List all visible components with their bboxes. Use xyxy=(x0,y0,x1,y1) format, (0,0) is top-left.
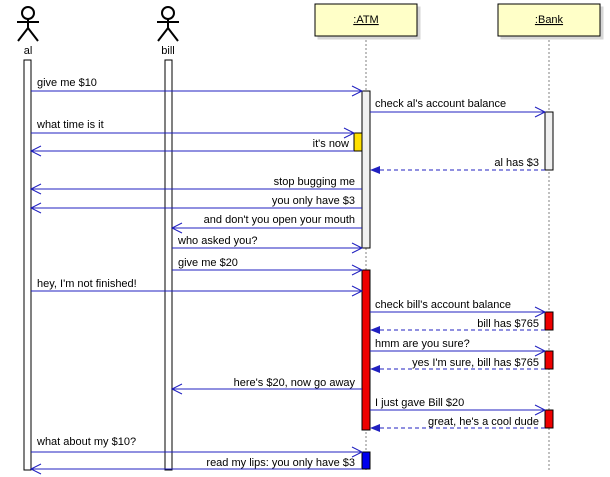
message-label: great, he's a cool dude xyxy=(428,416,539,428)
al-actor-bar xyxy=(23,59,32,471)
actor-bill: bill xyxy=(157,6,179,57)
message: yes I'm sure, bill has $765 xyxy=(370,357,545,373)
bill-actor-bar xyxy=(164,59,173,471)
message-label: it's now xyxy=(313,138,349,150)
message: who asked you? xyxy=(172,235,364,254)
message: it's now xyxy=(29,138,354,157)
message-label: hey, I'm not finished! xyxy=(37,278,137,290)
message-label: you only have $3 xyxy=(272,195,355,207)
message: great, he's a cool dude xyxy=(370,416,545,432)
bank-activation-1 xyxy=(544,111,554,171)
message: stop bugging me xyxy=(29,176,362,195)
message: give me $20 xyxy=(172,257,364,276)
atm-activation-blue xyxy=(361,451,371,470)
object-bank-label: :Bank xyxy=(535,14,564,26)
object-atm-label: :ATM xyxy=(353,14,378,26)
message-label: who asked you? xyxy=(177,235,258,247)
message: I just gave Bill $20 xyxy=(370,397,547,416)
object-bank-box xyxy=(497,3,601,37)
message: here's $20, now go away xyxy=(170,377,362,395)
stick-figure-icon xyxy=(157,6,179,42)
message-label: give me $10 xyxy=(37,77,97,89)
actor-al-label: al xyxy=(24,45,33,57)
messages: give me $10 check al's account balance w… xyxy=(29,77,547,475)
bank-activation-red-3 xyxy=(544,409,554,429)
message: and don't you open your mouth xyxy=(170,214,362,234)
message-label: bill has $765 xyxy=(477,318,539,330)
message: bill has $765 xyxy=(370,318,545,334)
stick-figure-icon xyxy=(17,6,39,42)
message: check bill's account balance xyxy=(370,299,547,318)
message: you only have $3 xyxy=(29,195,362,214)
message-label: and don't you open your mouth xyxy=(204,214,355,226)
message-label: here's $20, now go away xyxy=(234,377,356,389)
message-label: what about my $10? xyxy=(36,436,136,448)
message-label: al has $3 xyxy=(494,157,539,169)
atm-activation-red xyxy=(361,269,371,431)
message-label: stop bugging me xyxy=(274,176,355,188)
message-label: hmm are you sure? xyxy=(375,338,470,350)
message: check al's account balance xyxy=(370,98,547,118)
message-label: read my lips: you only have $3 xyxy=(206,457,355,469)
object-bank: :Bank xyxy=(497,3,601,37)
message-label: yes I'm sure, bill has $765 xyxy=(412,357,539,369)
message: read my lips: you only have $3 xyxy=(29,457,362,475)
atm-activation-yellow xyxy=(353,132,363,152)
message-label: check al's account balance xyxy=(375,98,506,110)
bank-activation-red-2 xyxy=(544,350,554,370)
message-label: give me $20 xyxy=(178,257,238,269)
message: al has $3 xyxy=(370,157,545,174)
message: hmm are you sure? xyxy=(370,338,547,357)
object-atm: :ATM xyxy=(314,3,418,37)
message-label: what time is it xyxy=(36,119,104,131)
bank-activation-red-1 xyxy=(544,311,554,331)
message: give me $10 xyxy=(31,77,364,97)
actor-al: al xyxy=(17,6,39,57)
message-label: I just gave Bill $20 xyxy=(375,397,464,409)
atm-activation-1 xyxy=(361,90,371,249)
message: what time is it xyxy=(31,119,356,139)
message: hey, I'm not finished! xyxy=(31,278,364,297)
message-label: check bill's account balance xyxy=(375,299,511,311)
object-atm-box xyxy=(314,3,418,37)
actor-bill-label: bill xyxy=(161,45,174,57)
message: what about my $10? xyxy=(31,436,364,458)
